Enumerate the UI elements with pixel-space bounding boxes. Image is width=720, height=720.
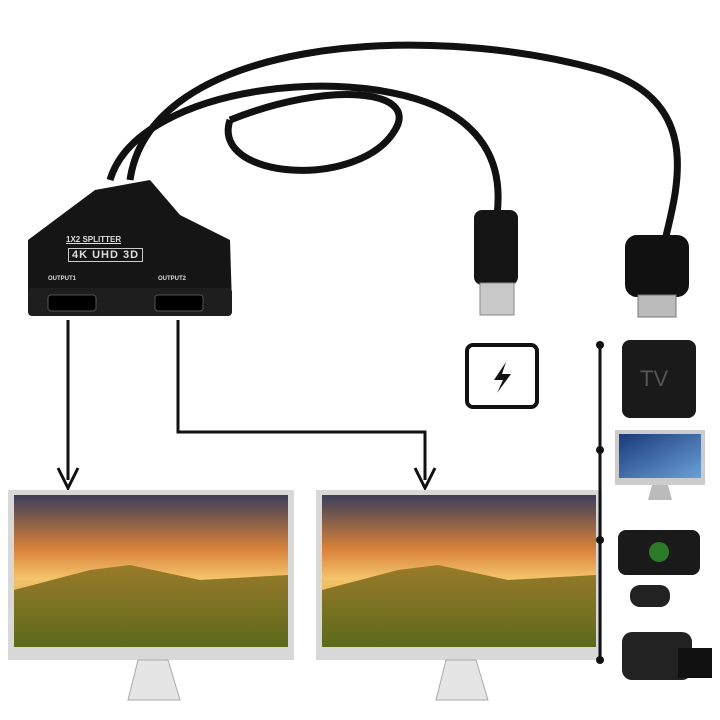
camcorder-icon [622, 632, 712, 680]
splitter-model-label: 1X2 SPLITTER [66, 235, 122, 244]
output2-label: OUTPUT2 [158, 276, 187, 282]
tv-box-label: TV [640, 366, 669, 391]
hdmi-splitter [28, 180, 232, 316]
imac-monitor-icon [615, 430, 705, 500]
hdmi-plug [625, 235, 689, 318]
output1-label: OUTPUT1 [48, 276, 77, 282]
game-console-icon [618, 530, 700, 607]
usb-plug [474, 210, 518, 316]
monitor-right [316, 490, 602, 701]
splitter-spec-label: 4K UHD 3D [68, 248, 144, 262]
monitor-left [8, 490, 294, 701]
signal-arrows [56, 320, 437, 492]
power-bolt-icon [465, 343, 539, 409]
tv-box-icon [622, 340, 696, 418]
hdmi-cable [106, 41, 681, 241]
device-timeline [596, 341, 604, 664]
